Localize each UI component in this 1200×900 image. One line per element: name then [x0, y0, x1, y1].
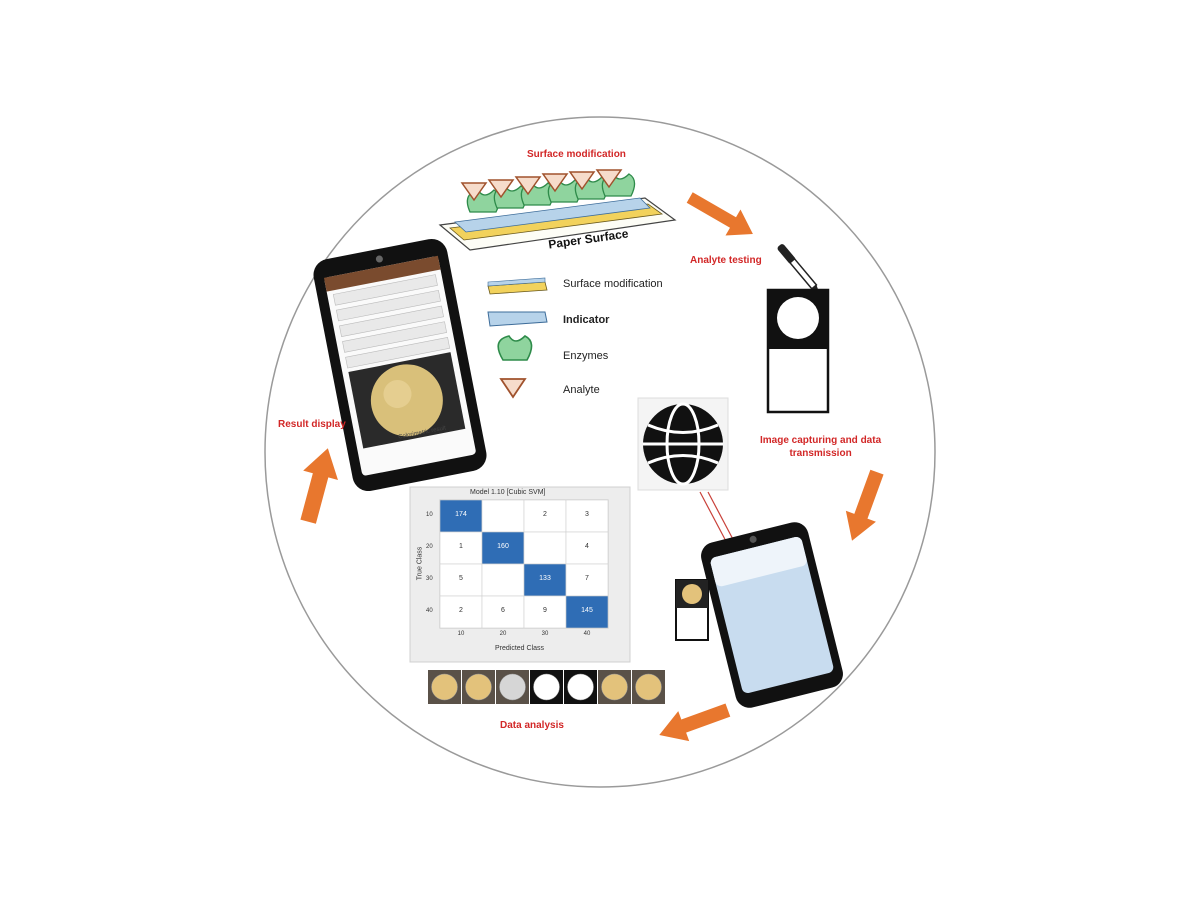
arrow-to-result-display	[291, 444, 345, 527]
test-strip-icon	[768, 290, 828, 412]
matrix-col-tick: 10	[440, 631, 482, 637]
matrix-cell	[482, 564, 524, 596]
matrix-cell-value: 145	[566, 607, 608, 614]
matrix-cell	[482, 500, 524, 532]
matrix-row-tick: 30	[426, 576, 433, 582]
matrix-row-tick: 20	[426, 544, 433, 550]
arrow-to-analyte-testing	[682, 185, 760, 247]
matrix-col-tick: 40	[566, 631, 608, 637]
indicator-legend-icon	[488, 312, 547, 326]
enzyme-legend-icon	[498, 336, 531, 360]
sample-swatch-tan	[602, 674, 628, 700]
step-label-image-capturing: Image capturing and data transmission	[760, 434, 881, 460]
matrix-cell-value: 5	[440, 575, 482, 582]
sample-swatch-tan	[636, 674, 662, 700]
legend-label-analyte: Analyte	[563, 384, 600, 396]
surface-modification-legend-icon	[488, 278, 547, 294]
arrow-to-data-analysis	[654, 695, 734, 750]
confusion-matrix-ylabel: True Class	[416, 547, 423, 581]
confusion-matrix-xlabel: Predicted Class	[495, 645, 544, 652]
matrix-col-tick: 30	[524, 631, 566, 637]
matrix-cell-value: 133	[524, 575, 566, 582]
step-label-result-display: Result display	[278, 418, 346, 431]
transmission-lines	[700, 492, 736, 545]
sample-swatch-white	[534, 674, 560, 700]
capture-phone	[698, 519, 846, 711]
step-label-analyte-testing: Analyte testing	[690, 254, 762, 267]
step-label-data-analysis: Data analysis	[500, 719, 564, 732]
legend-label-indicator: Indicator	[563, 314, 609, 326]
sample-swatch-strip	[428, 670, 665, 704]
matrix-cell-value: 7	[566, 575, 608, 582]
confusion-matrix-title: Model 1.10 [Cubic SVM]	[470, 489, 545, 496]
legend-label-surface-modification: Surface modification	[563, 278, 663, 290]
legend: Surface modification Indicator Enzymes A…	[485, 272, 685, 412]
step-label-image-capturing-line2: transmission	[789, 448, 851, 459]
matrix-col-tick: 20	[482, 631, 524, 637]
matrix-cell-value: 4	[566, 543, 608, 550]
result-phone	[311, 236, 490, 494]
matrix-cell-value: 2	[440, 607, 482, 614]
matrix-row-tick: 10	[426, 512, 433, 518]
small-test-strip-icon	[676, 580, 708, 640]
analyte-legend-icon	[501, 379, 525, 397]
step-label-image-capturing-line1: Image capturing and data	[760, 435, 881, 446]
matrix-row-tick: 40	[426, 608, 433, 614]
legend-icons	[485, 272, 565, 412]
matrix-cell-value: 174	[440, 511, 482, 518]
sample-swatch-tan	[432, 674, 458, 700]
legend-label-enzymes: Enzymes	[563, 350, 608, 362]
matrix-cell-value: 2	[524, 511, 566, 518]
matrix-cell-value: 9	[524, 607, 566, 614]
matrix-cell	[524, 532, 566, 564]
matrix-cell-value: 6	[482, 607, 524, 614]
arrow-to-data-transmission	[837, 467, 892, 547]
dropper-icon	[776, 243, 822, 296]
matrix-cell-value: 3	[566, 511, 608, 518]
sample-swatch-grey	[500, 674, 526, 700]
step-label-surface-modification: Surface modification	[527, 148, 626, 161]
matrix-cell-value: 160	[482, 543, 524, 550]
sample-swatch-tan	[466, 674, 492, 700]
matrix-cell-value: 1	[440, 543, 482, 550]
sample-swatch-white	[568, 674, 594, 700]
